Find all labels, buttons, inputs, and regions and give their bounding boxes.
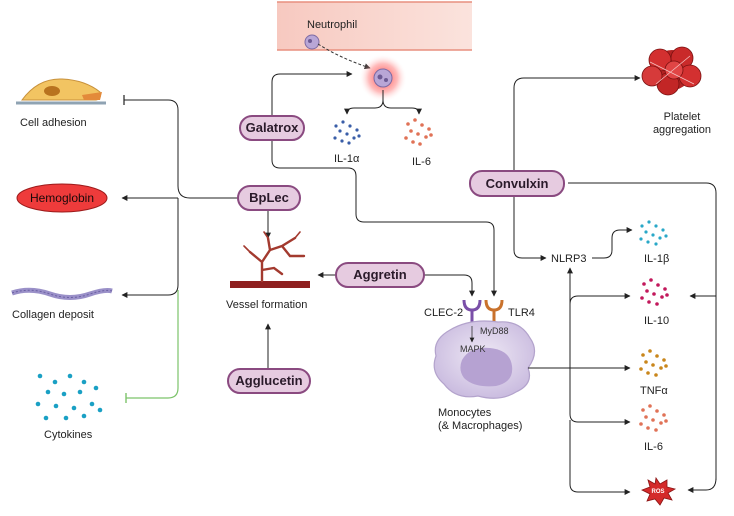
il10-label: IL-10 — [644, 315, 669, 327]
platelet-label-2: aggregation — [653, 124, 711, 136]
convulxin-pill: Convulxin — [469, 170, 565, 197]
tlr4-label: TLR4 — [508, 307, 535, 319]
bplec-inhibit-cell-adhesion — [124, 99, 238, 199]
output-to-il6-arrow — [569, 368, 631, 425]
cytokines-dots — [35, 373, 103, 421]
cell-adhesion-illustration — [16, 78, 106, 105]
galatrox-label: Galatrox — [246, 120, 300, 135]
tlr4-receptor — [484, 299, 504, 324]
aggretin-label: Aggretin — [353, 267, 407, 282]
convulxin-label: Convulxin — [486, 176, 549, 191]
il10-dots — [640, 278, 669, 306]
cytokines-label: Cytokines — [44, 429, 93, 441]
galatrox-pill: Galatrox — [239, 115, 305, 141]
myd88-label: MyD88 — [480, 326, 509, 336]
mapk-label: MAPK — [460, 344, 486, 354]
il1a-label: IL-1α — [334, 153, 360, 165]
bplec-label: BpLec — [249, 190, 289, 205]
convulxin-to-ros-arrow — [687, 477, 717, 493]
agglucetin-pill: Agglucetin — [227, 368, 311, 394]
il1b-label: IL-1β — [644, 253, 669, 265]
il1b-dots — [639, 220, 668, 246]
ros-burst — [641, 476, 677, 506]
agglucetin-label: Agglucetin — [235, 373, 302, 388]
ros-label: ROS — [651, 489, 664, 495]
collagen-deposit-label: Collagen deposit — [12, 309, 94, 321]
activated-neutrophil — [359, 54, 407, 102]
cell-adhesion-label: Cell adhesion — [20, 117, 87, 129]
neutrophil-label: Neutrophil — [307, 19, 357, 31]
output-to-ros-arrow — [569, 420, 631, 495]
collagen-fiber — [11, 287, 113, 300]
neutrophil-branch-connector-2 — [382, 99, 422, 115]
bplec-to-collagen-arrow — [121, 198, 179, 298]
convulxin-to-platelet-arrow — [513, 75, 641, 170]
convulxin-to-nlrp3-arrow — [513, 196, 547, 261]
tnfa-label: TNFα — [640, 385, 668, 397]
bplec-inhibit-cytokines — [126, 290, 179, 399]
il1a-dots — [333, 120, 361, 145]
il6-bottom-dots — [639, 404, 668, 432]
il6-top-dots — [404, 118, 433, 146]
convulxin-right-trunk — [568, 182, 717, 480]
aggretin-to-clec2-arrow — [424, 274, 475, 297]
vessel-formation-label: Vessel formation — [226, 299, 307, 311]
monocytes-label-1: Monocytes — [438, 407, 492, 419]
aggretin-pill: Aggretin — [335, 262, 425, 288]
monocyte-cell — [433, 320, 536, 399]
nlrp3-label: NLRP3 — [551, 253, 586, 265]
vessel-formation-illustration — [230, 231, 310, 288]
hemoglobin-label: Hemoglobin — [30, 191, 94, 205]
tnfa-dots — [639, 349, 668, 377]
clec2-label: CLEC-2 — [424, 307, 463, 319]
clec2-receptor — [462, 299, 482, 324]
output-to-il10-arrow — [569, 293, 631, 368]
neutrophil-cell — [304, 34, 320, 50]
il6-top-label: IL-6 — [412, 156, 431, 168]
bplec-pill: BpLec — [237, 185, 301, 211]
platelet-cluster — [641, 46, 702, 96]
monocytes-label-2: (& Macrophages) — [438, 420, 522, 432]
galatrox-to-neutrophil-arrow — [271, 71, 353, 116]
platelet-label-1: Platelet — [664, 111, 701, 123]
il6-bottom-label: IL-6 — [644, 441, 663, 453]
nlrp3-to-il1b-arrow — [592, 227, 633, 259]
galatrox-to-tlr4-arrow — [271, 140, 497, 297]
hemoglobin-shape — [16, 183, 108, 213]
neutrophil-branch-connector — [344, 90, 384, 115]
